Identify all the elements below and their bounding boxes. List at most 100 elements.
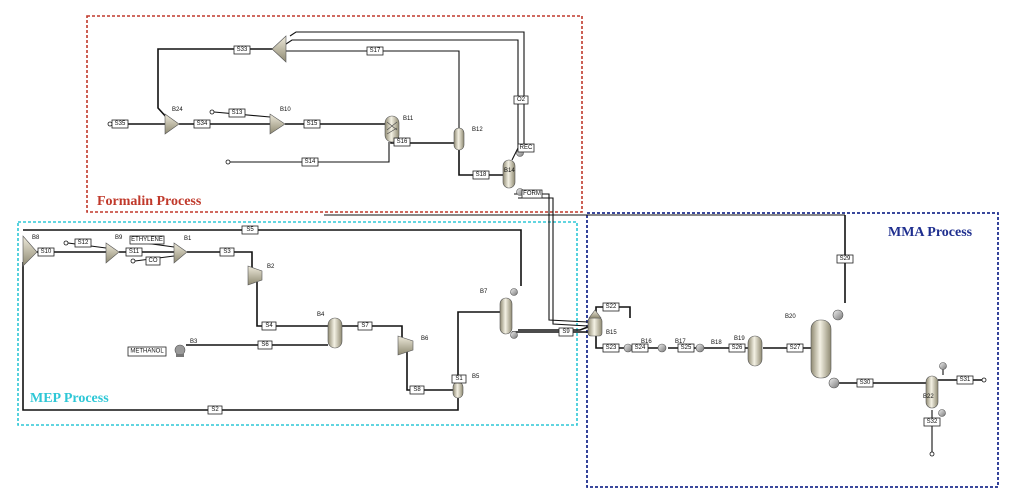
- stream-label-co[interactable]: CO: [145, 256, 161, 266]
- stream-label-s9[interactable]: S9: [558, 327, 574, 337]
- hx-b17[interactable]: B17: [675, 339, 705, 353]
- stream-label-s34[interactable]: S34: [193, 119, 211, 129]
- svg-text:B12: B12: [472, 127, 483, 133]
- reactor-b15[interactable]: B15: [587, 309, 617, 337]
- svg-text:B9: B9: [115, 235, 123, 241]
- stream-label-s1[interactable]: S1: [451, 374, 467, 384]
- stream-label-s13[interactable]: S13: [228, 108, 246, 118]
- svg-text:S5: S5: [246, 227, 254, 233]
- stream-label-s7[interactable]: S7: [357, 321, 373, 331]
- stream-label-s22[interactable]: S22: [602, 302, 620, 312]
- stream-label-s16[interactable]: S16: [393, 137, 411, 147]
- stream-label-ethylene[interactable]: ETHYLENE: [129, 235, 165, 245]
- stream-label-s11[interactable]: S11: [125, 247, 143, 257]
- svg-text:B16: B16: [641, 339, 652, 345]
- svg-text:B14: B14: [504, 168, 515, 174]
- stream-label-s35[interactable]: S35: [111, 119, 129, 129]
- svg-text:B18: B18: [711, 340, 722, 346]
- stream-label-methanol[interactable]: METHANOL: [127, 346, 167, 357]
- stream-label-s31[interactable]: S31: [956, 375, 974, 385]
- svg-text:B3: B3: [190, 339, 198, 345]
- mixer-b10[interactable]: B10: [269, 107, 291, 135]
- svg-text:B8: B8: [32, 235, 40, 241]
- stream-label-s18[interactable]: S18: [472, 170, 490, 180]
- svg-text:S12: S12: [78, 240, 89, 246]
- stream-label-s29[interactable]: S29: [836, 254, 854, 264]
- flash-b12[interactable]: B12: [453, 127, 483, 151]
- mixer-b24[interactable]: B24: [164, 107, 183, 135]
- svg-text:B11: B11: [403, 116, 414, 122]
- stream-label-s32[interactable]: S32: [923, 417, 941, 427]
- flash-b5[interactable]: B5: [452, 374, 480, 399]
- stream-label-s24[interactable]: S24: [631, 343, 649, 353]
- stream-label-s30[interactable]: S30: [856, 378, 874, 388]
- svg-text:REC: REC: [520, 145, 533, 151]
- stream-label-s8[interactable]: S8: [409, 385, 425, 395]
- svg-text:ETHYLENE: ETHYLENE: [131, 237, 163, 243]
- svg-text:S15: S15: [307, 121, 318, 127]
- svg-text:S6: S6: [261, 342, 269, 348]
- mixer-b1[interactable]: B1: [173, 236, 192, 264]
- svg-text:S10: S10: [41, 249, 52, 255]
- mixer-b9[interactable]: B9: [105, 235, 123, 264]
- svg-text:B7: B7: [480, 289, 488, 295]
- svg-text:B17: B17: [675, 339, 686, 345]
- stream-label-s5[interactable]: S5: [241, 225, 259, 235]
- stream-label-s15[interactable]: S15: [303, 119, 321, 129]
- pump-b3[interactable]: B3: [174, 339, 198, 357]
- svg-text:S35: S35: [115, 121, 126, 127]
- stream-label-s14[interactable]: S14: [301, 157, 319, 167]
- svg-text:S29: S29: [840, 256, 851, 262]
- stream-label-s26[interactable]: S26: [728, 343, 746, 353]
- mixer-b8[interactable]: B8: [22, 235, 40, 267]
- stream-label-form[interactable]: FORM: [521, 189, 543, 199]
- svg-text:S30: S30: [860, 380, 871, 386]
- stream-label-s2[interactable]: S2: [207, 405, 223, 415]
- svg-text:B6: B6: [421, 336, 429, 342]
- svg-text:S16: S16: [397, 139, 408, 145]
- svg-text:S13: S13: [232, 110, 243, 116]
- stream-label-s25[interactable]: S25: [677, 343, 695, 353]
- column-b20[interactable]: B20: [785, 309, 844, 389]
- compressor-b6[interactable]: B6: [397, 335, 429, 356]
- svg-text:S4: S4: [265, 323, 273, 329]
- svg-text:S23: S23: [606, 345, 617, 351]
- mma-process-title: MMA Process: [888, 225, 973, 240]
- svg-text:METHANOL: METHANOL: [130, 349, 164, 355]
- reactor-b4[interactable]: B4: [317, 312, 343, 349]
- stream-label-s12[interactable]: S12: [74, 238, 92, 248]
- hx-b16[interactable]: B16: [623, 339, 667, 353]
- stream-label-s23[interactable]: S23: [602, 343, 620, 353]
- svg-text:B1: B1: [184, 236, 192, 242]
- mep-process-title: MEP Process: [30, 391, 109, 406]
- stream-label-rec[interactable]: REC: [517, 143, 535, 153]
- splitter-s33[interactable]: [271, 35, 287, 63]
- stream-label-s6[interactable]: S6: [257, 340, 273, 350]
- svg-text:S34: S34: [197, 121, 208, 127]
- stream-label-o2[interactable]: O2: [513, 95, 529, 105]
- svg-text:S2: S2: [211, 407, 219, 413]
- stream-label-s4[interactable]: S4: [261, 321, 277, 331]
- stream-label-s27[interactable]: S27: [786, 343, 804, 353]
- column-b7[interactable]: B7: [480, 288, 518, 339]
- svg-text:S24: S24: [635, 345, 646, 351]
- stream-label-s3[interactable]: S3: [219, 247, 235, 257]
- stream-label-s10[interactable]: S10: [37, 247, 55, 257]
- svg-text:S31: S31: [960, 377, 971, 383]
- formalin-process-title: Formalin Process: [97, 194, 202, 209]
- svg-text:CO: CO: [149, 258, 158, 264]
- reactor-b19[interactable]: B19: [734, 335, 763, 367]
- svg-text:B22: B22: [923, 394, 934, 400]
- compressor-b2[interactable]: B2: [247, 264, 275, 286]
- svg-text:S18: S18: [476, 172, 487, 178]
- svg-text:S25: S25: [681, 345, 692, 351]
- stream-label-s33[interactable]: S33: [233, 45, 251, 55]
- reactor-b11[interactable]: B11: [384, 115, 414, 143]
- stream-label-s17[interactable]: S17: [366, 46, 384, 56]
- svg-text:S9: S9: [562, 329, 570, 335]
- mep-region-box: [17, 221, 578, 426]
- svg-text:S32: S32: [927, 419, 938, 425]
- svg-text:B20: B20: [785, 314, 796, 320]
- column-b22[interactable]: B22: [923, 362, 947, 417]
